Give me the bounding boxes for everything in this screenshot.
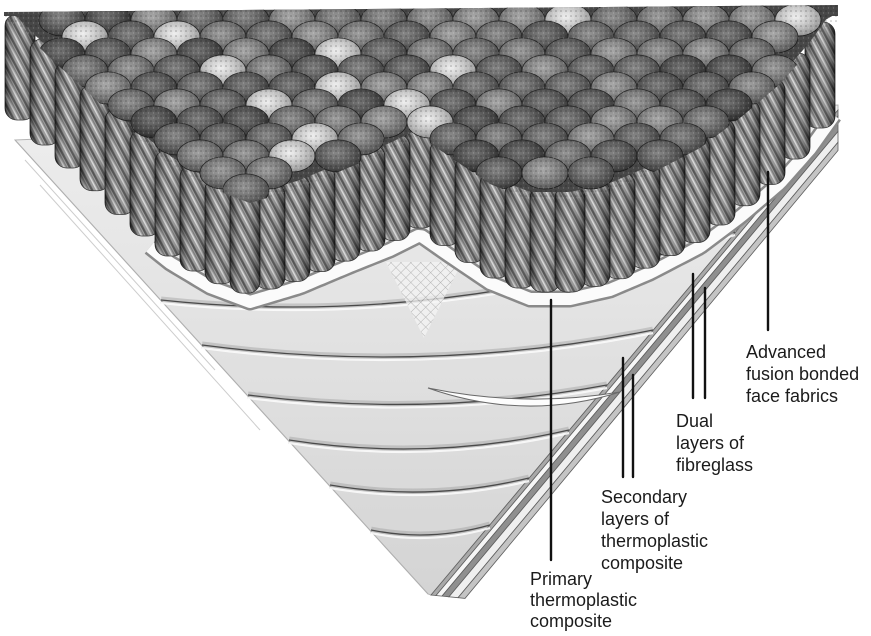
label-line: layers of	[601, 508, 708, 530]
label-secondary-thermoplastic: Secondary layers of thermoplastic compos…	[601, 486, 708, 574]
label-primary-thermoplastic: Primary thermoplastic composite	[530, 569, 637, 632]
label-face-fabrics: Advanced fusion bonded face fabrics	[746, 341, 859, 407]
pile-tuft-side	[555, 186, 585, 292]
pile-tuft-side	[230, 187, 260, 293]
label-line: Secondary	[601, 486, 708, 508]
label-line: Primary	[530, 569, 637, 590]
label-line: thermoplastic	[530, 590, 637, 611]
label-line: thermoplastic	[601, 530, 708, 552]
label-line: composite	[530, 611, 637, 632]
label-line: Dual	[676, 410, 753, 432]
label-line: fusion bonded	[746, 363, 859, 385]
label-line: fibreglass	[676, 454, 753, 476]
label-line: layers of	[676, 432, 753, 454]
label-line: face fabrics	[746, 385, 859, 407]
label-line: Advanced	[746, 341, 859, 363]
label-fibreglass: Dual layers of fibreglass	[676, 410, 753, 476]
